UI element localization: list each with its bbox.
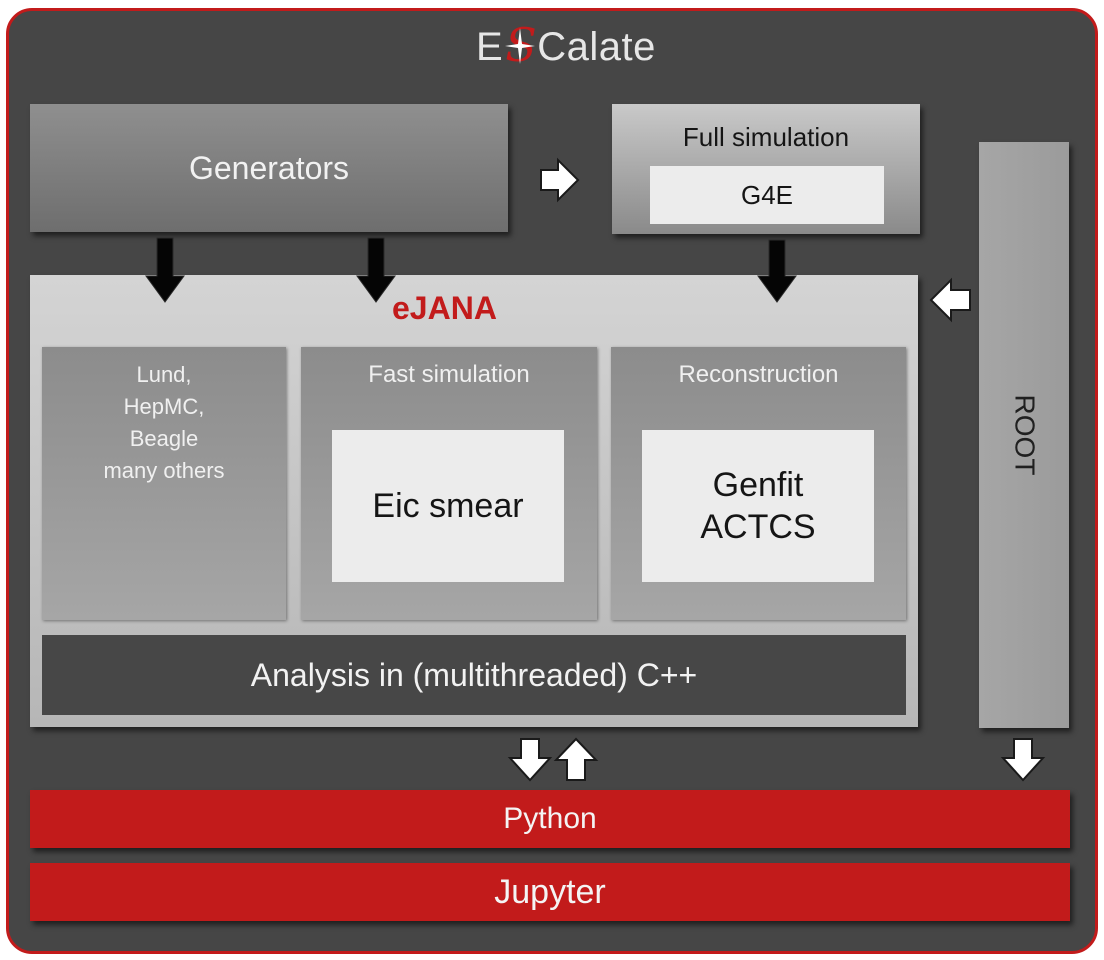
root-box: ROOT (979, 142, 1069, 728)
generators-label: Generators (188, 149, 350, 186)
analysis-bar: Analysis in (multithreaded) C++ (42, 635, 906, 715)
generators-box: Generators (30, 104, 508, 232)
reconstruction-label: Reconstruction (678, 361, 839, 388)
fast-simulation-label: Fast simulation (368, 361, 530, 388)
tool-genfit: Genfit (712, 466, 804, 504)
arrow-right-icon (540, 157, 580, 203)
analysis-label: Analysis in (multithreaded) C++ (250, 656, 698, 693)
generator-formats-panel: Lund, HepMC, Beagle many others (42, 347, 286, 620)
jupyter-label: Jupyter (494, 872, 606, 911)
arrow-left-icon (929, 277, 971, 323)
reconstruction-tools-box: Genfit ACTCS (642, 430, 874, 582)
arrow-down-black-icon (356, 237, 396, 303)
full-simulation-label: Full simulation (682, 122, 850, 152)
arrow-down-black-icon (145, 237, 185, 303)
generator-formats-list: Lund, HepMC, Beagle many others (42, 359, 286, 487)
arrow-down-icon (1000, 738, 1046, 782)
format-hepmc: HepMC, (123, 394, 205, 419)
jupyter-bar: Jupyter (30, 863, 1070, 921)
python-bar: Python (30, 790, 1070, 848)
eic-smear-box: Eic smear (332, 430, 564, 582)
python-label: Python (503, 802, 597, 835)
ejana-title: eJANA (392, 290, 497, 326)
title-suffix: Calate (537, 25, 656, 69)
root-label: ROOT (1008, 394, 1040, 476)
escalate-title: E S Calate (476, 20, 656, 72)
g4e-box: G4E (650, 166, 884, 224)
escalate-logo-icon: S (503, 20, 537, 72)
arrow-up-icon (553, 737, 599, 781)
fast-simulation-panel: Fast simulation Eic smear (301, 347, 597, 620)
arrow-down-black-icon (757, 239, 797, 303)
format-beagle: Beagle (129, 426, 199, 451)
arrow-down-icon (507, 738, 553, 782)
format-lund: Lund, (136, 362, 192, 387)
reconstruction-panel: Reconstruction Genfit ACTCS (611, 347, 906, 620)
format-many-others: many others (103, 458, 225, 483)
full-simulation-box: Full simulation G4E (612, 104, 920, 234)
title-prefix: E (476, 25, 504, 69)
tool-actcs: ACTCS (700, 508, 816, 546)
